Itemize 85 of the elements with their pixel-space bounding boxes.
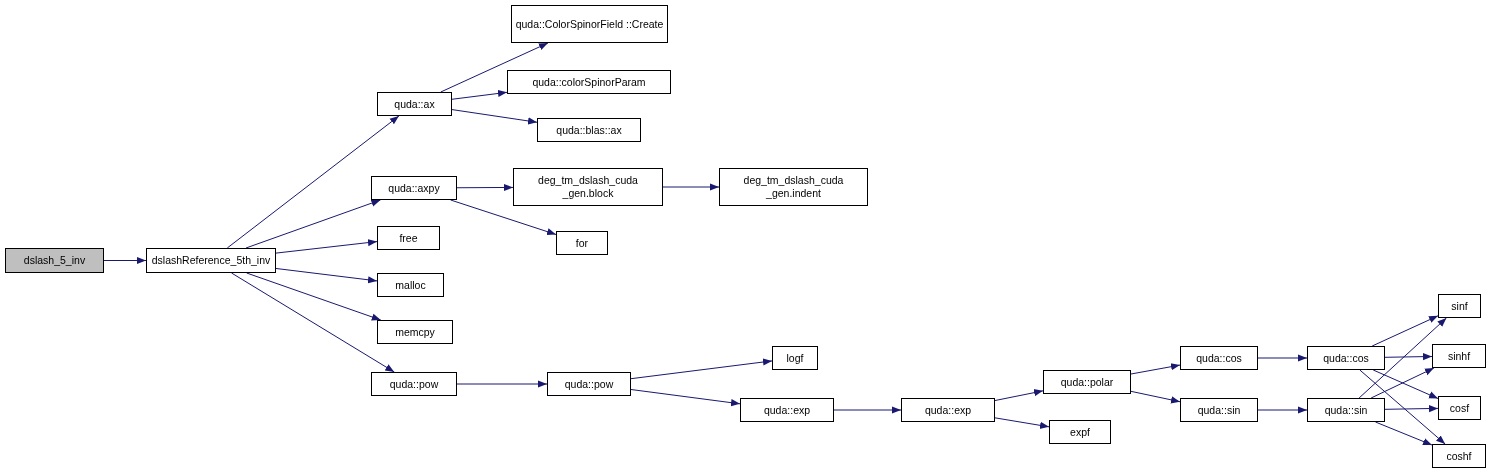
function-name: quda::ColorSpinorField ::Create <box>515 17 664 31</box>
function-name: sinhf <box>1447 349 1471 363</box>
function-box <box>377 320 453 344</box>
function-box <box>146 248 276 273</box>
function-name: quda::cos <box>1323 351 1369 365</box>
function-box <box>1180 398 1258 422</box>
call-arrow <box>245 199 381 249</box>
function-name: quda::sin <box>1197 403 1241 417</box>
function-box <box>511 5 668 43</box>
function-box <box>772 346 818 370</box>
function-name: quda::cos <box>1196 351 1242 365</box>
function-name: quda::blas::ax <box>556 123 622 137</box>
function-name: dslash_5_inv <box>23 254 86 267</box>
call-arrow <box>1130 363 1181 375</box>
function-box <box>1307 346 1385 370</box>
call-arrow <box>630 358 773 380</box>
call-arrow <box>994 417 1050 429</box>
function-box <box>371 372 457 396</box>
function-name: quda::pow <box>389 377 439 391</box>
call-arrow <box>630 389 741 407</box>
call-arrow <box>1257 406 1308 414</box>
call-arrow <box>450 199 557 236</box>
function-name: quda::sin <box>1324 403 1368 417</box>
function-name: coshf <box>1446 449 1472 463</box>
function-box <box>507 70 671 94</box>
function-box <box>901 398 995 422</box>
function-name: dslashReference_5th_inv <box>151 254 271 267</box>
function-box <box>537 118 641 142</box>
function-box <box>5 248 104 273</box>
call-arrow <box>833 406 902 414</box>
function-box <box>1049 420 1111 444</box>
call-arrow <box>226 115 400 249</box>
function-name: quda::exp <box>924 403 972 417</box>
function-name: sinf <box>1451 299 1468 313</box>
function-box <box>1438 396 1481 420</box>
function-name: quda::polar <box>1060 375 1114 389</box>
function-box <box>1432 344 1486 368</box>
function-name: deg_tm_dslash_cuda _gen.indent <box>742 174 845 200</box>
function-name: deg_tm_dslash_cuda _gen.block <box>537 174 639 200</box>
call-arrow <box>456 380 548 388</box>
call-arrow <box>1384 353 1433 361</box>
call-arrow <box>275 239 378 254</box>
function-box <box>1438 294 1481 318</box>
function-name: quda::exp <box>763 403 811 417</box>
function-box <box>1307 398 1385 422</box>
function-name: quda::axpy <box>388 181 440 195</box>
call-arrow <box>275 268 378 284</box>
function-box <box>740 398 834 422</box>
function-name: expf <box>1070 425 1090 439</box>
call-arrow <box>1384 404 1439 413</box>
call-arrow <box>451 89 508 100</box>
function-box <box>719 168 868 206</box>
call-arrow <box>456 183 514 192</box>
call-arrow <box>1375 421 1433 446</box>
function-box <box>1432 444 1486 468</box>
call-arrow <box>994 389 1044 402</box>
function-name: logf <box>786 351 804 365</box>
function-box <box>513 168 663 206</box>
function-name: memcpy <box>395 325 435 339</box>
function-box <box>377 92 452 116</box>
call-arrow <box>451 109 538 125</box>
function-name: malloc <box>395 278 426 292</box>
function-name: for <box>575 236 589 250</box>
call-arrow <box>1257 354 1308 362</box>
function-box <box>556 231 608 255</box>
call-arrow <box>231 272 395 373</box>
call-arrow <box>1130 390 1181 404</box>
function-box <box>371 176 457 200</box>
call-arrow <box>103 256 147 265</box>
call-arrow <box>1359 369 1446 445</box>
function-name: quda::colorSpinorParam <box>532 75 646 89</box>
function-box <box>377 273 444 297</box>
function-name: quda::ax <box>394 97 435 111</box>
function-name: free <box>399 231 418 245</box>
function-name: cosf <box>1449 401 1470 415</box>
call-arrow <box>662 183 720 191</box>
call-arrow <box>440 42 549 93</box>
call-arrow <box>1371 315 1439 347</box>
function-name: quda::pow <box>564 377 614 391</box>
function-box <box>547 372 631 396</box>
call-arrow <box>246 272 382 321</box>
function-box <box>1043 370 1131 394</box>
call-arrow <box>1358 317 1447 399</box>
function-box <box>377 226 440 250</box>
function-box <box>1180 346 1258 370</box>
